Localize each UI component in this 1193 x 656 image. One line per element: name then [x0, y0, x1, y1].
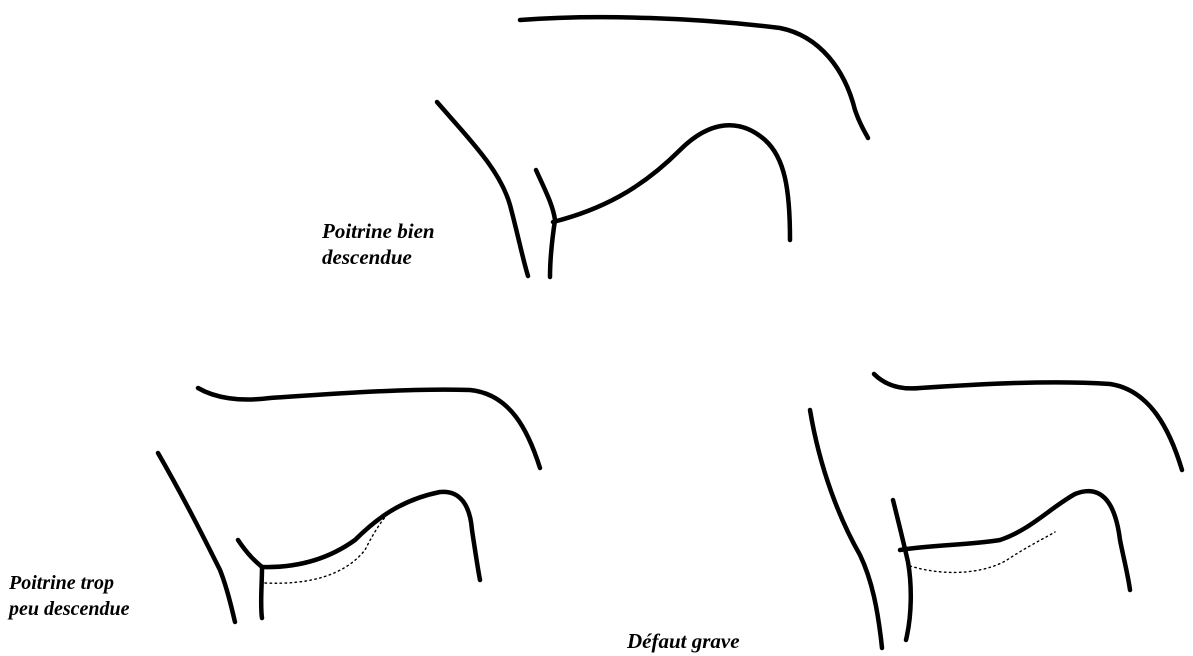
shallow-front-leg-outer	[158, 453, 235, 622]
grave-front-leg-outer	[810, 410, 882, 648]
shallow-chest-line	[262, 492, 480, 580]
grave-chest-line	[900, 491, 1130, 590]
good-back-line	[520, 17, 868, 138]
shallow-front-leg-inner	[238, 540, 262, 618]
caption-shallow-line-2: peu descendue	[9, 596, 130, 622]
figure-grave	[810, 374, 1182, 648]
grave-back-line	[874, 374, 1182, 470]
caption-good-line-1: Poitrine bien	[322, 218, 435, 244]
grave-front-leg-inner	[893, 500, 911, 640]
shallow-back-line	[198, 388, 540, 468]
figure-shallow	[158, 388, 540, 622]
caption-shallow: Poitrine trop peu descendue	[9, 570, 130, 622]
caption-good: Poitrine bien descendue	[322, 218, 435, 270]
caption-good-line-2: descendue	[322, 244, 435, 270]
caption-grave: Défaut grave	[627, 628, 740, 654]
good-chest-line	[553, 125, 790, 240]
shallow-ideal-chest-dotted	[265, 507, 395, 583]
good-front-leg-outer	[437, 102, 528, 276]
caption-grave-line-1: Défaut grave	[627, 628, 740, 654]
grave-ideal-chest-dotted	[910, 532, 1055, 572]
figure-good	[437, 17, 868, 277]
caption-shallow-line-1: Poitrine trop	[9, 570, 130, 596]
